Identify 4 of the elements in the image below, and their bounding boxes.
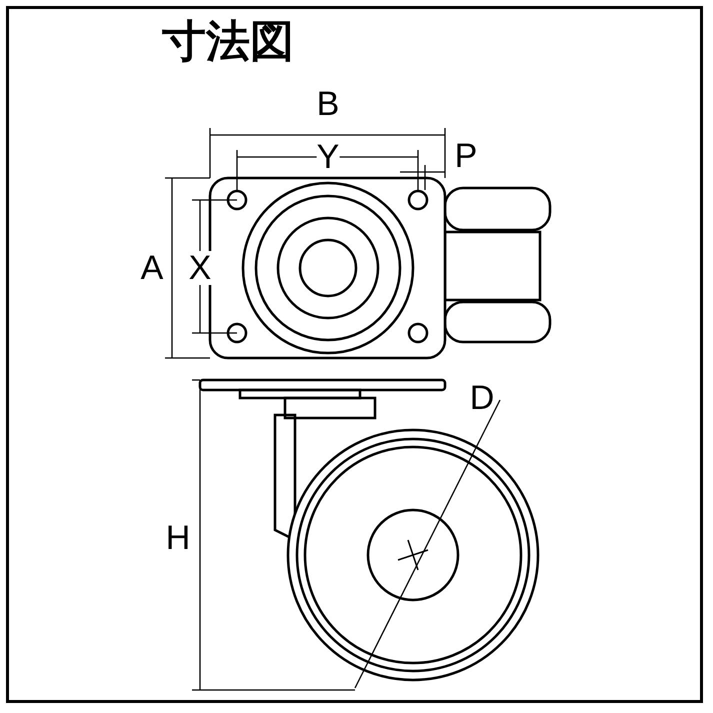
title: 寸法図 — [162, 20, 294, 64]
dimension-label: P — [454, 139, 478, 173]
dimension-label: D — [470, 381, 494, 415]
dimension-label: X — [188, 251, 212, 285]
